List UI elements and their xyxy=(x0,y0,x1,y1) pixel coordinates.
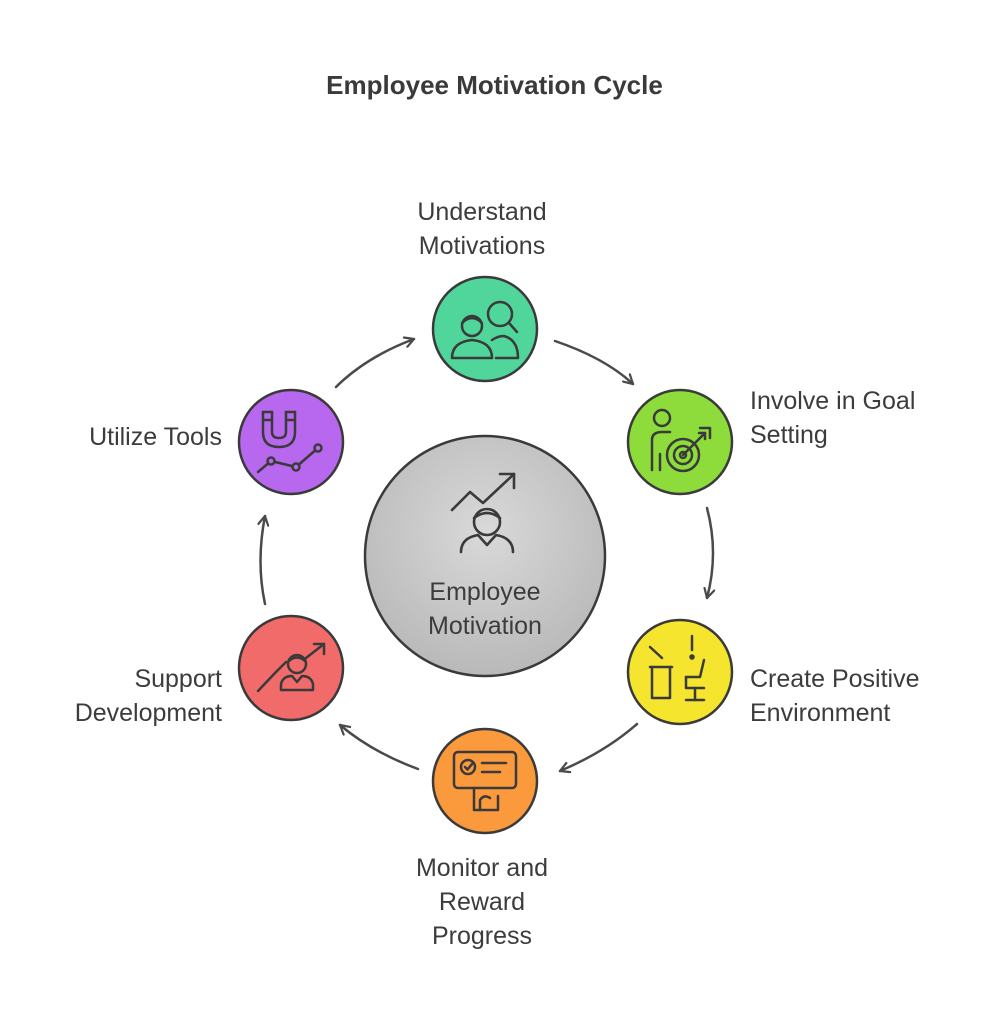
step-label-environment-line2: Environment xyxy=(750,699,891,727)
growth-person-icon xyxy=(450,472,516,554)
step-node-tools xyxy=(237,388,345,496)
center-label-line1: Employee xyxy=(429,578,541,606)
step-node-development xyxy=(237,614,345,722)
step-label-environment-line1: Create Positive xyxy=(750,665,920,693)
center-circle xyxy=(363,434,607,678)
center-label: Employee Motivation xyxy=(428,575,542,643)
step-label-understand-line1: Understand xyxy=(417,198,547,226)
step-label-environment: Create Positive Environment xyxy=(750,662,920,730)
step-node-reward xyxy=(431,727,539,835)
diagram-title: Employee Motivation Cycle xyxy=(326,70,663,100)
step-label-tools-line1: Utilize Tools xyxy=(89,423,222,451)
step-label-goal: Involve in Goal Setting xyxy=(750,384,915,452)
step-node-goal xyxy=(626,388,734,496)
arrow-development-to-tools xyxy=(261,514,266,606)
arrow-environment-to-reward xyxy=(558,722,639,771)
step-label-reward-line3: Progress xyxy=(431,922,533,950)
step-label-tools: Utilize Tools xyxy=(89,420,222,454)
arrow-understand-to-goal xyxy=(553,339,635,386)
step-label-reward-line2: Reward xyxy=(438,888,526,916)
certificate-hand-icon xyxy=(452,750,518,812)
step-label-reward-line1: Monitor and xyxy=(415,854,549,882)
step-node-environment xyxy=(626,618,734,726)
step-label-reward: Monitor and Reward Progress xyxy=(416,851,548,953)
center-label-line2: Motivation xyxy=(428,612,542,640)
arrow-tools-to-understand xyxy=(334,339,416,389)
step-label-understand-line2: Motivations xyxy=(418,232,546,260)
people-search-icon xyxy=(450,300,520,360)
person-growth-icon xyxy=(256,642,326,693)
step-label-goal-line1: Involve in Goal xyxy=(750,387,916,415)
step-label-development-line1: Support xyxy=(134,665,222,693)
person-target-icon xyxy=(650,408,712,473)
arrow-goal-to-environment xyxy=(707,506,713,600)
arrow-reward-to-development xyxy=(338,723,420,771)
step-label-development: Support Development xyxy=(75,662,222,730)
step-label-development-line2: Development xyxy=(74,699,222,727)
step-label-understand: Understand Motivations xyxy=(417,195,546,263)
step-node-understand xyxy=(431,275,539,383)
workspace-desk-icon xyxy=(648,634,706,702)
magnet-chart-icon xyxy=(256,410,323,474)
step-label-goal-line2: Setting xyxy=(750,421,828,449)
